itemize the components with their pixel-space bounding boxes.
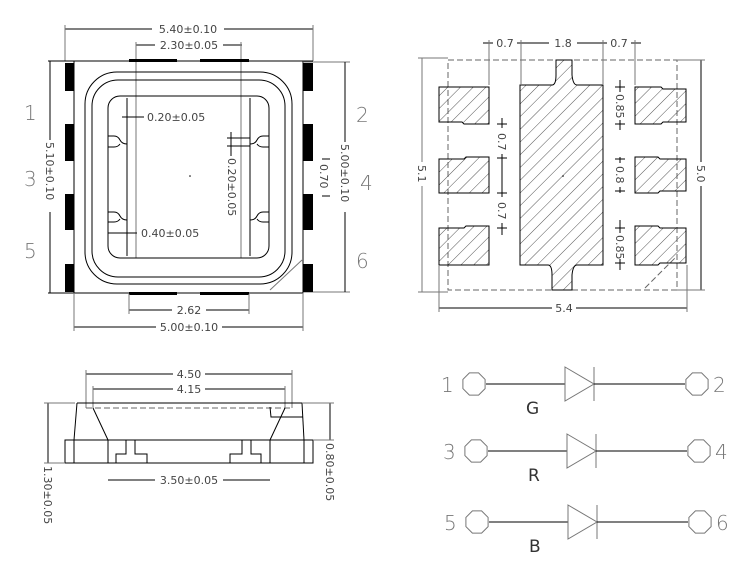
dim-pad-pitch: 0.70: [317, 164, 330, 189]
pin-terminal-icon: [688, 510, 712, 534]
pin-label-4: 4: [360, 171, 373, 195]
dim-footprint-height-left: 5.1: [415, 165, 428, 183]
pin-terminal-icon: [464, 439, 488, 463]
inner-cavity: [107, 95, 270, 259]
dim-base-height: 0.80±0.05: [323, 443, 336, 501]
dim-lens-width: 4.15: [177, 383, 202, 396]
dim-top-pad-span: 2.30±0.05: [160, 39, 218, 52]
schematic-pin-out: 6: [716, 511, 729, 535]
diode-color-label: G: [526, 399, 539, 419]
dim-height-overall: 5.10±0.10: [43, 142, 56, 200]
pin-terminal-icon: [462, 372, 486, 396]
pin-label-6: 6: [356, 249, 369, 273]
dim-inner-gap-top: 0.20±0.05: [147, 111, 205, 124]
pin-label-2: 2: [356, 103, 369, 127]
dim-width-overall: 5.40±0.10: [159, 23, 217, 36]
schematic-pin-in: 5: [444, 511, 457, 535]
pin-terminal-icon: [685, 372, 709, 396]
schematic-pin-out: 2: [713, 373, 726, 397]
diode-icon: [566, 433, 597, 469]
dim-top-width: 4.50: [177, 368, 202, 381]
dim-pad-gap-lower: 0.7: [495, 202, 508, 220]
dim-bottom-pad-span: 2.62: [177, 304, 202, 317]
diode-row: 3 4R: [443, 433, 728, 486]
dim-footprint-width: 5.4: [555, 302, 573, 315]
diode-row: 5 6B: [444, 504, 729, 557]
schematic: 1 2G 3 4R 5 6B: [441, 366, 729, 557]
dim-total-height: 1.30±0.05: [41, 466, 54, 524]
outer-ring: [84, 71, 293, 285]
pin-label-5: 5: [24, 239, 37, 263]
diode-color-label: B: [529, 537, 541, 557]
footprint-pads: [438, 59, 687, 291]
footprint-view: 0.7 1.8 0.7 0.7 0.7 0.85 0.8 0.85 5.1 5.…: [415, 36, 708, 315]
polarity-chamfer: [269, 259, 303, 291]
dim-right-pad-3: 0.85: [613, 235, 626, 260]
dim-center-pad-width: 1.8: [554, 37, 572, 50]
dim-height-body: 5.00±0.10: [338, 144, 351, 202]
schematic-pin-in: 1: [441, 373, 454, 397]
dim-pad-gap-upper: 0.7: [495, 133, 508, 151]
dim-inner-gap-right: 0.20±0.05: [225, 158, 238, 216]
side-view: 4.50 4.15 3.50±0.05 1.30±0.05 0.80±0.05: [41, 367, 336, 524]
diode-icon: [564, 366, 595, 402]
top-view: 5.40±0.10 2.30±0.05 0.20±0.0: [24, 22, 373, 334]
dim-pad-span: 3.50±0.05: [160, 474, 218, 487]
dim-left-pad-width: 0.7: [496, 37, 514, 50]
pin-label-3: 3: [24, 167, 37, 191]
schematic-pin-in: 3: [443, 440, 456, 464]
dim-inner-strip: 0.40±0.05: [141, 227, 199, 240]
middle-ring: [91, 79, 286, 278]
dim-width-body: 5.00±0.10: [160, 321, 218, 334]
pin-label-1: 1: [24, 101, 37, 125]
thermal-pad: [519, 59, 604, 291]
dim-right-pad-1: 0.85: [613, 94, 626, 119]
diode-icon: [567, 504, 598, 540]
dim-footprint-height-right: 5.0: [694, 165, 707, 183]
schematic-pin-out: 4: [715, 440, 728, 464]
dim-right-pad-2: 0.8: [613, 166, 626, 184]
dim-right-pad-width: 0.7: [610, 37, 628, 50]
side-pads: [65, 59, 313, 295]
base: [64, 439, 314, 464]
pin-terminal-icon: [687, 439, 711, 463]
pin-terminal-icon: [465, 510, 489, 534]
diode-color-label: R: [528, 466, 540, 486]
diode-row: 1 2G: [441, 366, 726, 419]
